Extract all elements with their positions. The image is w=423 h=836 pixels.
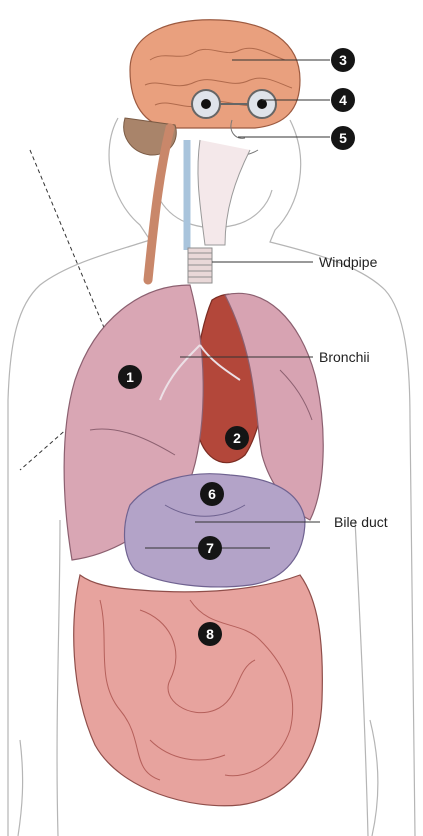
marker-1-number: 1 <box>126 369 134 385</box>
marker-6-number: 6 <box>208 486 216 502</box>
marker-4: 4 <box>331 88 355 112</box>
brain <box>124 20 300 155</box>
label-windpipe: Windpipe <box>319 254 378 270</box>
marker-8: 8 <box>198 622 222 646</box>
label-bronchii: Bronchii <box>319 349 370 365</box>
marker-8-number: 8 <box>206 626 214 642</box>
label-bile-duct: Bile duct <box>334 514 388 530</box>
intestines <box>74 575 323 806</box>
marker-5-number: 5 <box>339 130 347 146</box>
marker-7-number: 7 <box>206 540 214 556</box>
marker-5: 5 <box>331 126 355 150</box>
marker-4-number: 4 <box>339 92 347 108</box>
marker-2-number: 2 <box>233 430 241 446</box>
marker-7: 7 <box>198 536 222 560</box>
marker-6: 6 <box>200 482 224 506</box>
marker-1: 1 <box>118 365 142 389</box>
marker-3: 3 <box>331 48 355 72</box>
marker-3-number: 3 <box>339 52 347 68</box>
marker-2: 2 <box>225 426 249 450</box>
